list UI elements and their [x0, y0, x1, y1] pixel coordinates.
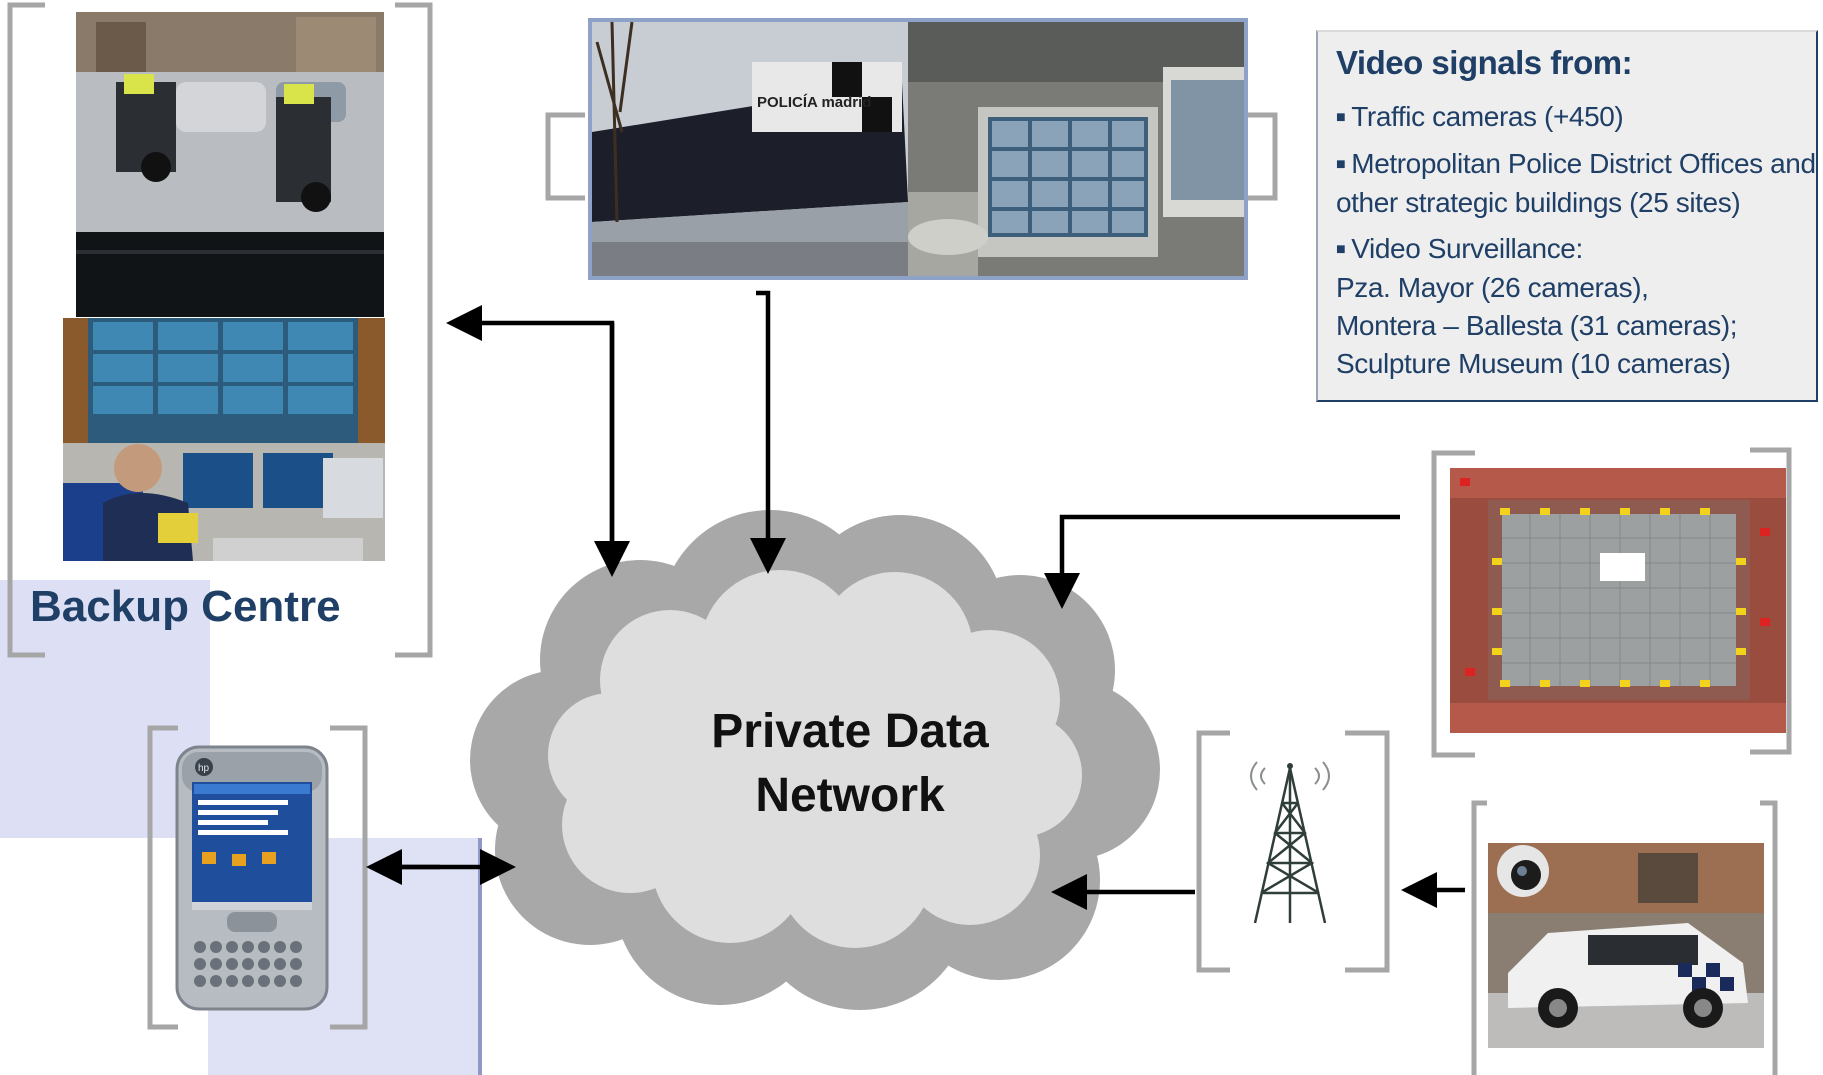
arrow-building-to-cloud — [750, 290, 786, 574]
bullet-icon: ■ — [1336, 109, 1346, 126]
info-item-traffic: ■ Traffic cameras (+450) — [1336, 98, 1816, 137]
private-network-label-line1: Private Data — [711, 705, 989, 758]
private-network-label-line2: Network — [755, 769, 945, 822]
backup-centre-label: Backup Centre — [30, 582, 341, 631]
info-item-text: Traffic cameras (+450) — [1351, 101, 1624, 132]
arrow-cloud-to-backup — [446, 305, 615, 568]
arrow-map-to-cloud — [1044, 514, 1400, 609]
video-signals-info-box: Video signals from: ■ Traffic cameras (+4… — [1316, 30, 1818, 402]
bullet-icon: ■ — [1336, 156, 1346, 173]
info-item-text: Metropolitan Police District Offices and — [1351, 148, 1816, 179]
info-item-text: Pza. Mayor (26 cameras), — [1336, 272, 1649, 303]
building-sign: POLICÍA madrid — [757, 94, 871, 111]
bracket-frames — [7, 2, 1792, 1075]
private-network-label: Private Data Network — [600, 700, 1100, 828]
info-item-text: Video Surveillance: — [1351, 233, 1583, 264]
info-item-text: Montera – Ballesta (31 cameras); — [1336, 310, 1738, 341]
private-network-cloud — [470, 510, 1160, 1010]
pda-brand-logo: hp — [198, 763, 210, 774]
police-building-photo: POLICÍA madrid — [588, 18, 908, 280]
radio-antenna-tower-icon — [1235, 748, 1345, 928]
video-signals-title: Video signals from: — [1336, 44, 1633, 81]
bullet-icon: ■ — [1336, 241, 1346, 258]
info-item-text: Sculpture Museum (10 cameras) — [1336, 348, 1731, 379]
info-item-text: other strategic buildings (25 sites) — [1336, 187, 1741, 218]
backdrop-panel-upper — [0, 580, 210, 838]
traffic-videowall-photo — [76, 12, 384, 317]
police-car-camera-photo — [1488, 843, 1764, 1048]
connection-arrows — [366, 290, 1465, 910]
plaza-mayor-camera-map — [1450, 468, 1786, 733]
pda-handheld-device: hp — [172, 742, 332, 1012]
surveillance-monitors-photo — [908, 18, 1248, 280]
info-item-police-offices: ■ Metropolitan Police District Offices an… — [1336, 145, 1816, 222]
control-room-operator-photo — [63, 318, 385, 561]
info-item-video-surveillance: ■ Video Surveillance: Pza. Mayor (26 came… — [1336, 230, 1816, 383]
